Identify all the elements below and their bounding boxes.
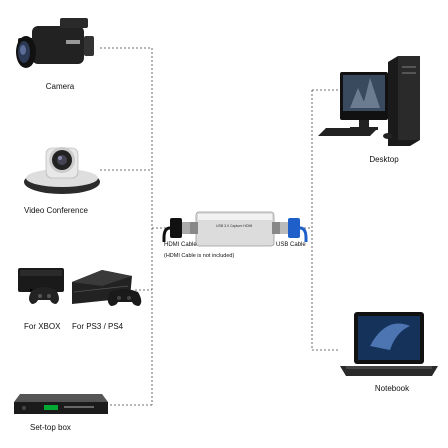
notebook-icon	[340, 312, 438, 376]
device-label: USB 3.0 Capture HDMI	[216, 224, 253, 228]
hdmi-cable-label: HDMI Cable	[164, 242, 197, 248]
notebook-label: Notebook	[374, 384, 410, 393]
desktop-computer-icon	[318, 56, 420, 146]
usb-plug-icon	[280, 218, 308, 242]
capture-device-icon	[190, 211, 280, 247]
settop-box-icon	[14, 394, 108, 414]
camcorder-icon	[16, 18, 94, 68]
video-conference-label: Video Conference	[24, 206, 88, 215]
hdmi-cable-note: (HDMI Cable is not included)	[164, 253, 235, 259]
playstation-controller-icon	[107, 289, 142, 306]
left-connector-lines	[100, 47, 170, 406]
hdmi-plug-icon	[162, 218, 190, 242]
xbox-controller-icon	[29, 287, 59, 304]
ptz-camera-icon	[24, 147, 100, 194]
ps-label: For PS3 / PS4	[72, 322, 124, 331]
settop-label: Set-top box	[30, 423, 71, 432]
desktop-label: Desktop	[369, 155, 399, 164]
camera-label: Camera	[45, 82, 75, 91]
usb-cable-label: USB Cable	[276, 242, 306, 248]
xbox-label: For XBOX	[24, 322, 61, 331]
